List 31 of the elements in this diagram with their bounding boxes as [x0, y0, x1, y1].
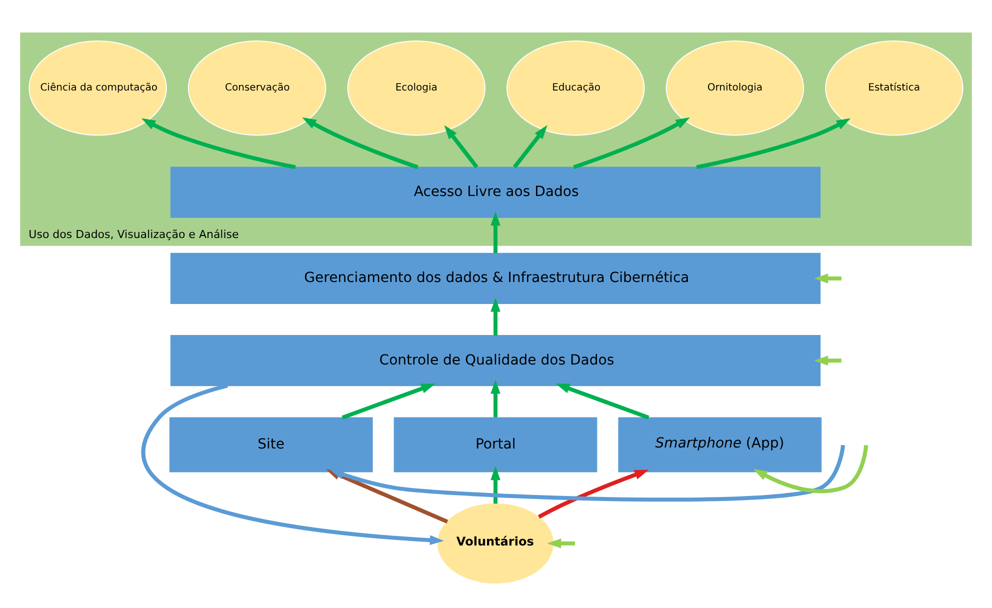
- node-ellipse: Ecologia: [347, 40, 486, 136]
- node-ellipse: Educação: [506, 40, 645, 136]
- node-box: Smartphone (App): [618, 417, 822, 472]
- arrow: [556, 384, 650, 420]
- arrow: [512, 125, 548, 168]
- node-ellipse: Ciência da computação: [28, 40, 167, 136]
- node-box: Site: [169, 417, 373, 472]
- arrow: [573, 117, 690, 170]
- arrow: [141, 118, 296, 170]
- arrow: [444, 125, 478, 168]
- node-box: Portal: [394, 417, 598, 472]
- arrow: [302, 117, 418, 170]
- arrow: [490, 298, 500, 336]
- node-box: Gerenciamento dos dados & Infraestrutura Cibernética: [170, 252, 821, 304]
- node-box: Acesso Livre aos Dados: [170, 166, 821, 218]
- arrow: [814, 274, 842, 284]
- arrow: [490, 466, 500, 504]
- arrow: [696, 118, 851, 170]
- node-ellipse: Voluntários: [437, 503, 554, 584]
- arrow: [814, 356, 842, 366]
- node-ellipse: Ornitologia: [666, 40, 804, 136]
- node-box: Controle de Qualidade dos Dados: [170, 335, 821, 386]
- arrow: [547, 538, 575, 548]
- arrow: [142, 384, 444, 546]
- node-ellipse: Conservação: [188, 40, 326, 136]
- arrow: [538, 470, 649, 519]
- arrow: [490, 212, 500, 254]
- node-ellipse: Estatística: [825, 40, 964, 136]
- arrow: [490, 380, 500, 418]
- arrow: [753, 444, 868, 494]
- arrow: [342, 384, 436, 420]
